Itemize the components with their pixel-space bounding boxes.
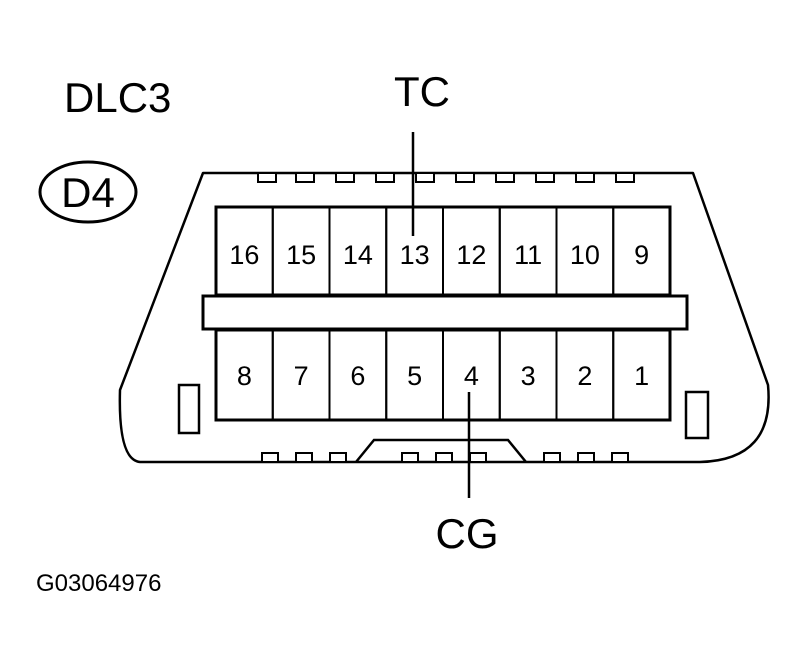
- pin-number-14: 14: [343, 240, 373, 270]
- pin-cell-9: [612, 206, 671, 296]
- housing-bottom-notches: [261, 452, 629, 463]
- connector-name-label: DLC3: [64, 74, 171, 121]
- pin-number-15: 15: [286, 240, 316, 270]
- left-latch-slot: [177, 383, 201, 435]
- connector-key: [355, 438, 527, 463]
- housing-top-notches: [257, 172, 635, 183]
- connector-code-badge: D4: [38, 160, 138, 224]
- pin-number-2: 2: [577, 361, 592, 391]
- bottom-pin-row: 8 7 6 5 4 3 2 1: [215, 329, 671, 421]
- connector-housing: [118, 171, 770, 464]
- pin-number-5: 5: [407, 361, 422, 391]
- pin-number-16: 16: [229, 240, 259, 270]
- pin-number-6: 6: [350, 361, 365, 391]
- pin-number-7: 7: [294, 361, 309, 391]
- pin-number-8: 8: [237, 361, 252, 391]
- top-pin-row: 16 15 14 13 12 11 10 9: [215, 206, 671, 296]
- pin-number-12: 12: [456, 240, 486, 270]
- figure-id-label: G03064976: [36, 570, 161, 597]
- pin-number-11: 11: [514, 240, 542, 270]
- pin-number-4: 4: [464, 361, 479, 391]
- pin-number-3: 3: [521, 361, 536, 391]
- connector-code-label: D4: [61, 169, 115, 216]
- tc-terminal-label: TC: [394, 68, 450, 115]
- center-separator-bar: [201, 294, 689, 331]
- pin-number-13: 13: [400, 240, 430, 270]
- cg-terminal-label: CG: [436, 510, 499, 557]
- pin-number-9: 9: [634, 240, 649, 270]
- pin-number-1: 1: [634, 361, 649, 391]
- right-latch-slot: [684, 390, 710, 440]
- pin-number-10: 10: [570, 240, 600, 270]
- pin-cell-1: [612, 329, 671, 421]
